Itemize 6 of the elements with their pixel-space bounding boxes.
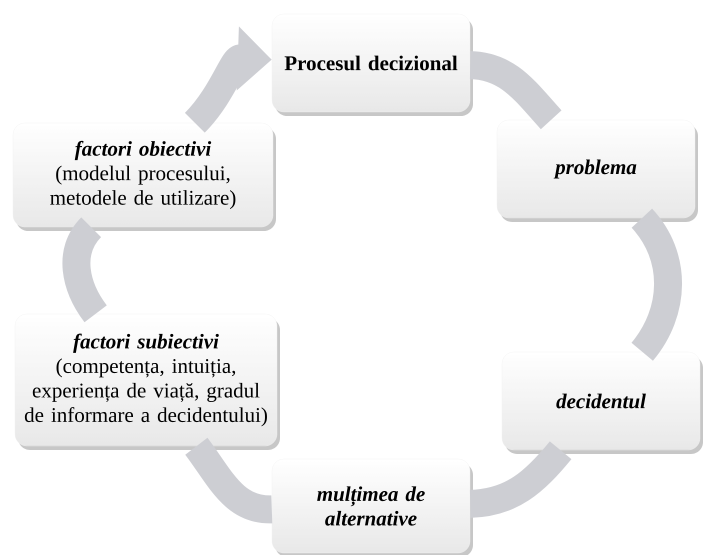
- rounded-box: factori subiectivi (competența, intuiția, experiența de viață, gradul de informare a decidentului): [14, 314, 280, 450]
- rounded-box: factori obiectivi (modelul procesului, metodele de utilizare): [12, 122, 276, 231]
- rounded-box: decidentul: [502, 352, 703, 454]
- rounded-box: mulțimea de alternative: [272, 458, 473, 555]
- rounded-box: problema: [496, 120, 698, 222]
- rounded-box: Procesul decizional: [272, 14, 473, 116]
